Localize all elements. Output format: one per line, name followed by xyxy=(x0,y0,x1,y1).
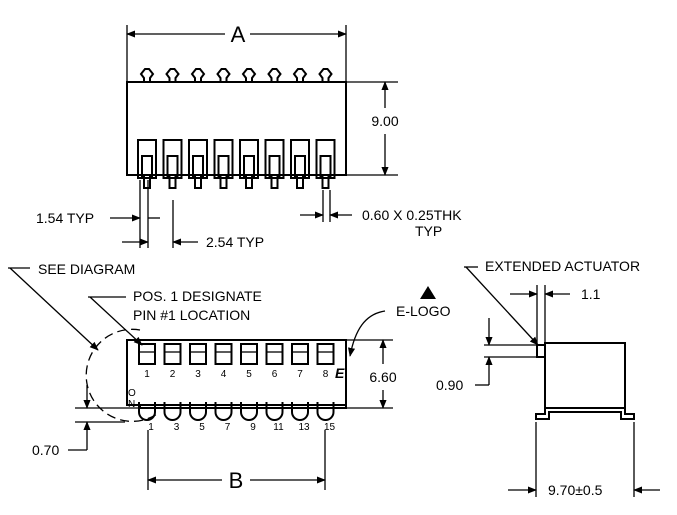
side-view-actuator xyxy=(536,344,545,358)
triangle-icon xyxy=(420,286,436,299)
pin-number: 15 xyxy=(324,422,336,433)
side-view-body xyxy=(544,342,626,409)
switch-slider xyxy=(268,155,281,179)
dim-pin-size: 0.60 X 0.25THK xyxy=(362,207,462,223)
dim-width-side: 9.70±0.5 xyxy=(548,482,603,498)
switch-actuator xyxy=(214,343,233,365)
pos1-label-line1: POS. 1 DESIGNATE xyxy=(133,288,262,304)
switch-slider xyxy=(243,155,255,179)
top-pin xyxy=(292,68,308,82)
top-pin xyxy=(241,68,257,82)
switch-actuator xyxy=(189,343,207,365)
dim-height-top: 9.00 xyxy=(371,113,398,129)
dim-b-label: B xyxy=(229,468,244,493)
top-pin xyxy=(318,68,333,82)
switch-number: 4 xyxy=(221,369,227,380)
switch-window xyxy=(213,139,234,179)
switch-actuator xyxy=(163,343,182,365)
on-o-label: O xyxy=(128,388,136,399)
top-pin xyxy=(216,68,231,82)
front-pin xyxy=(265,402,284,421)
top-view-body xyxy=(126,81,347,176)
switch-window xyxy=(137,139,157,179)
switch-number: 3 xyxy=(195,369,201,380)
front-view-switches: 1 2 3 4 5 6 7 8 xyxy=(138,343,335,380)
top-view-switch-windows xyxy=(137,139,336,179)
top-pin-bottom xyxy=(143,175,151,189)
switch-actuator xyxy=(265,343,284,365)
front-pin xyxy=(240,402,258,421)
see-diagram-label: SEE DIAGRAM xyxy=(38,261,135,277)
switch-window xyxy=(264,139,285,179)
switch-number: 7 xyxy=(297,369,303,380)
switch-window xyxy=(239,139,259,179)
switch-window xyxy=(290,139,310,179)
top-view-pins xyxy=(139,68,333,189)
top-pin xyxy=(267,68,282,82)
dim-a-label: A xyxy=(231,22,246,47)
e-logo-label: E-LOGO xyxy=(396,303,451,319)
pin-number: 11 xyxy=(273,422,284,433)
top-pin xyxy=(165,68,180,82)
top-view: A 9.00 1.54 TYP 2.54 TYP 0.60 X 0.25THK … xyxy=(36,22,462,250)
side-view-legs xyxy=(535,405,635,420)
dim-height-front: 6.60 xyxy=(369,369,396,385)
dim-height-side: 0.90 xyxy=(436,377,463,393)
front-pin xyxy=(316,402,335,421)
pin-number: 13 xyxy=(298,422,310,433)
front-pin xyxy=(163,402,182,421)
switch-slider xyxy=(217,155,230,179)
top-pin-bottom xyxy=(194,175,202,189)
switch-actuator xyxy=(138,343,156,365)
pin-number: 3 xyxy=(174,422,180,433)
dim-pitch-left: 1.54 TYP xyxy=(36,210,94,226)
switch-slider xyxy=(141,155,153,179)
switch-slider xyxy=(294,155,306,179)
switch-number: 5 xyxy=(246,369,252,380)
front-pin xyxy=(291,402,309,421)
switch-slider xyxy=(166,155,179,179)
side-view: EXTENDED ACTUATOR 1.1 0.90 9.70±0.5 xyxy=(436,258,660,498)
dim-actuator: 1.1 xyxy=(581,286,601,302)
dim-pin-size-typ: TYP xyxy=(415,223,442,239)
front-pin xyxy=(189,402,207,421)
switch-window xyxy=(188,139,208,179)
top-pin-bottom xyxy=(296,175,304,189)
switch-actuator xyxy=(240,343,258,365)
pin-number: 9 xyxy=(250,422,256,433)
switch-window xyxy=(162,139,183,179)
top-pin-bottom xyxy=(321,175,330,189)
switch-number: 8 xyxy=(323,369,329,380)
top-pin-bottom xyxy=(168,175,177,189)
pin-number: 7 xyxy=(225,422,231,433)
switch-actuator xyxy=(316,343,335,365)
extended-actuator-label: EXTENDED ACTUATOR xyxy=(485,258,640,274)
switch-slider xyxy=(192,155,204,179)
top-pin xyxy=(190,68,206,82)
pin-number: 5 xyxy=(199,422,205,433)
switch-actuator xyxy=(291,343,309,365)
pin-number: 1 xyxy=(148,422,154,433)
top-pin-bottom xyxy=(245,175,253,189)
top-pin-bottom xyxy=(270,175,279,189)
on-n-label: N xyxy=(128,399,135,410)
switch-number: 6 xyxy=(272,369,278,380)
top-pin-bottom xyxy=(219,175,228,189)
e-mark: E xyxy=(335,365,345,381)
front-pin xyxy=(138,402,156,421)
front-view-body xyxy=(126,339,347,406)
dim-pitch: 2.54 TYP xyxy=(206,234,264,250)
switch-window xyxy=(315,139,336,179)
pos1-label-line2: PIN #1 LOCATION xyxy=(133,307,250,323)
top-pin xyxy=(139,68,155,82)
dim-offset: 0.70 xyxy=(32,442,59,458)
switch-number: 2 xyxy=(170,369,176,380)
switch-number: 1 xyxy=(144,369,150,380)
front-pin xyxy=(214,402,233,421)
switch-slider xyxy=(319,155,332,179)
